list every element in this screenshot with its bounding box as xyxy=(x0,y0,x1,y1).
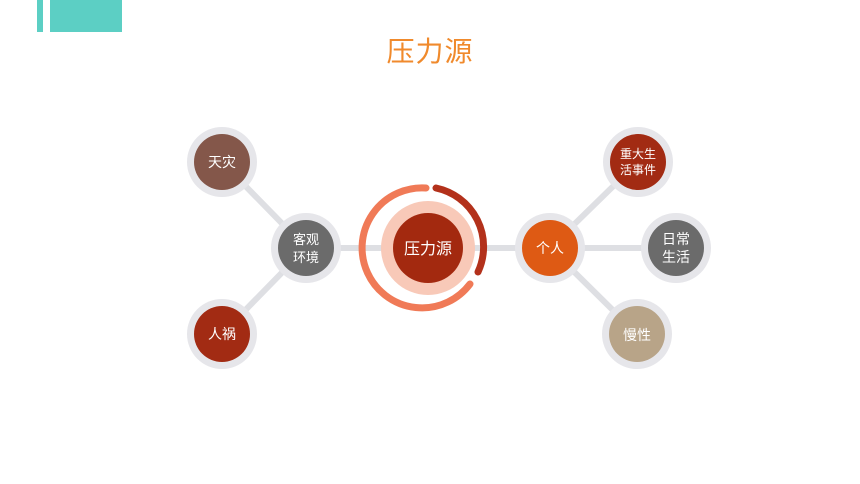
accent-bar-thin xyxy=(37,0,43,32)
leaf-label-line2: 活事件 xyxy=(620,163,656,177)
page-title: 压力源 xyxy=(386,35,474,68)
left-hub-label-line2: 环境 xyxy=(293,251,319,266)
leaf-node-major-events: 重大生 活事件 xyxy=(603,127,673,197)
leaf-label: 人祸 xyxy=(208,327,236,343)
leaf-label-line1: 重大生 xyxy=(620,147,656,161)
leaf-circle xyxy=(610,134,666,190)
center-node: 压力源 xyxy=(358,184,488,312)
leaf-node-daily-life: 日常 生活 xyxy=(641,213,711,283)
leaf-circle xyxy=(194,306,250,362)
leaf-circle xyxy=(609,306,665,362)
leaf-label-line2: 生活 xyxy=(662,250,690,266)
left-hub-label-line1: 客观 xyxy=(293,232,319,248)
leaf-node-chronic: 慢性 xyxy=(602,299,672,369)
accent-bar-wide xyxy=(50,0,122,32)
center-core xyxy=(393,213,463,283)
leaf-label-line1: 日常 xyxy=(662,232,690,248)
leaf-label: 天灾 xyxy=(208,154,236,171)
center-label: 压力源 xyxy=(404,239,452,258)
center-ring-outer xyxy=(432,184,488,276)
leaf-circle xyxy=(648,220,704,276)
leaf-label: 慢性 xyxy=(623,327,651,344)
right-hub-label: 个人 xyxy=(536,241,564,257)
left-hub-node: 客观 环境 xyxy=(271,213,341,283)
center-ring-light xyxy=(358,184,474,312)
leaf-circle xyxy=(194,134,250,190)
left-hub-circle xyxy=(278,220,334,276)
right-hub-circle xyxy=(522,220,578,276)
leaf-node-manmade: 人祸 xyxy=(187,299,257,369)
leaf-node-disaster: 天灾 xyxy=(187,127,257,197)
right-hub-node: 个人 xyxy=(515,213,585,283)
